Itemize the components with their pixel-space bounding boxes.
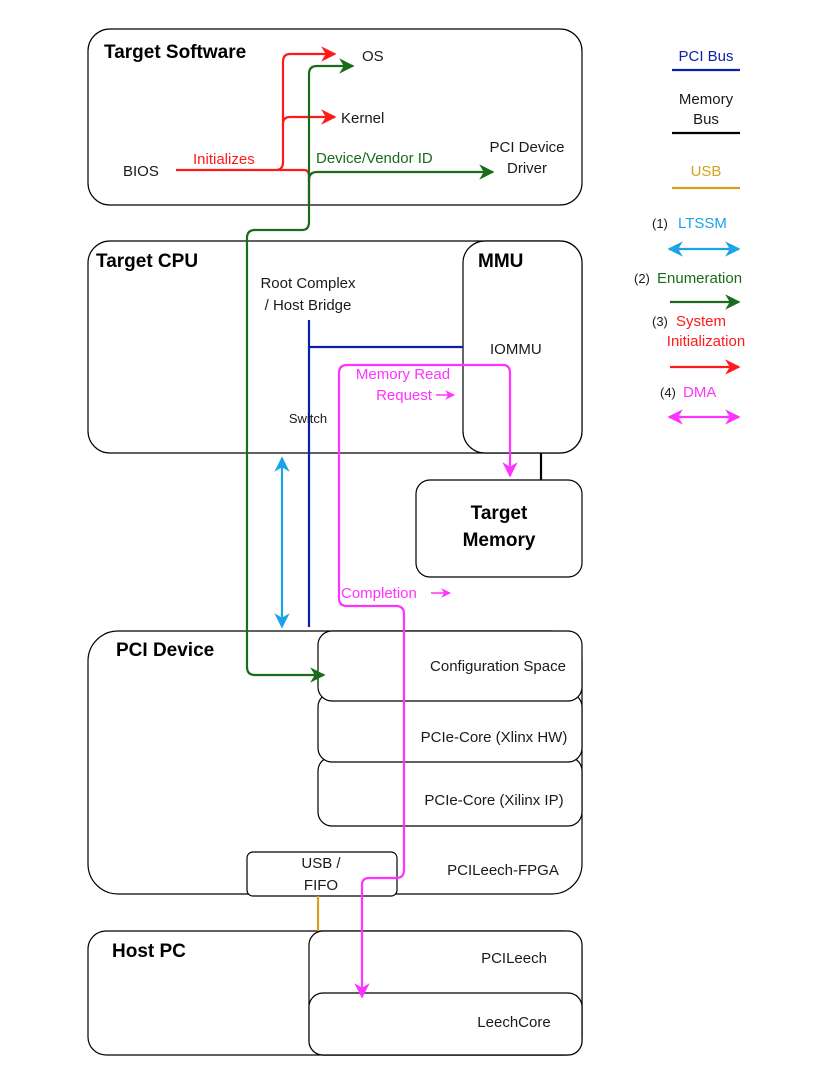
pci-device-title: PCI Device <box>116 640 214 661</box>
legend-dma-number: (4) <box>660 385 676 400</box>
pcie-core-hw-label: PCIe-Core (Xlinx HW) <box>421 729 568 746</box>
mmu-title: MMU <box>478 251 523 272</box>
leechcore-label: LeechCore <box>477 1014 550 1031</box>
dma-path <box>337 363 518 999</box>
bios-label: BIOS <box>123 163 159 180</box>
pcie-core-ip-label: PCIe-Core (Xilinx IP) <box>424 792 563 809</box>
target-memory-title-line2: Memory <box>463 530 536 551</box>
legend-dma-label: DMA <box>683 384 716 401</box>
completion-label: Completion <box>341 585 417 602</box>
legend-memory-bus-line1: Memory <box>679 91 734 108</box>
kernel-label: Kernel <box>341 110 384 127</box>
init-os-arrow <box>275 46 337 172</box>
pcileech-fpga-label: PCILeech-FPGA <box>447 862 559 879</box>
host-pc-title: Host PC <box>112 941 186 962</box>
usb-fifo-label-line2: FIFO <box>304 877 338 894</box>
legend: PCI Bus Memory Bus USB (1) LTSSM (2) Enu… <box>634 48 745 425</box>
legend-sysinit-label-line1: System <box>676 313 726 330</box>
config-space-label: Configuration Space <box>430 658 566 675</box>
device-vendor-id-label: Device/Vendor ID <box>316 150 433 167</box>
legend-sysinit-label-line2: Initialization <box>667 333 745 350</box>
legend-usb-label: USB <box>691 163 722 180</box>
os-label: OS <box>362 48 384 65</box>
root-complex-label-line2: / Host Bridge <box>265 297 352 314</box>
legend-memory-bus-line2: Bus <box>693 111 719 128</box>
legend-ltssm-label: LTSSM <box>678 215 727 232</box>
target-memory-title-line1: Target <box>471 503 528 524</box>
target-software-title: Target Software <box>104 42 246 63</box>
pcileech-label: PCILeech <box>481 950 547 967</box>
legend-ltssm-number: (1) <box>652 216 668 231</box>
device-vendor-id-arrow <box>307 164 495 181</box>
target-memory-box <box>415 479 583 578</box>
memory-read-label-line2: Request <box>376 387 433 404</box>
switch-label: Switch <box>289 411 327 426</box>
usb-fifo-label-line1: USB / <box>301 855 341 872</box>
legend-pci-bus-label: PCI Bus <box>678 48 733 65</box>
initializes-label: Initializes <box>193 151 255 168</box>
legend-enumeration-label: Enumeration <box>657 270 742 287</box>
root-complex-label-line1: Root Complex <box>260 275 356 292</box>
driver-label-line2: Driver <box>507 160 547 177</box>
legend-sysinit-number: (3) <box>652 314 668 329</box>
target-cpu-title: Target CPU <box>96 251 198 272</box>
pcie-core-hw-box <box>317 692 583 763</box>
enumeration-path <box>245 58 355 683</box>
memory-read-label-line1: Memory Read <box>356 366 450 383</box>
init-kernel-arrow <box>281 109 337 125</box>
driver-label-line1: PCI Device <box>489 139 564 156</box>
legend-enumeration-number: (2) <box>634 271 650 286</box>
iommu-label: IOMMU <box>490 341 542 358</box>
